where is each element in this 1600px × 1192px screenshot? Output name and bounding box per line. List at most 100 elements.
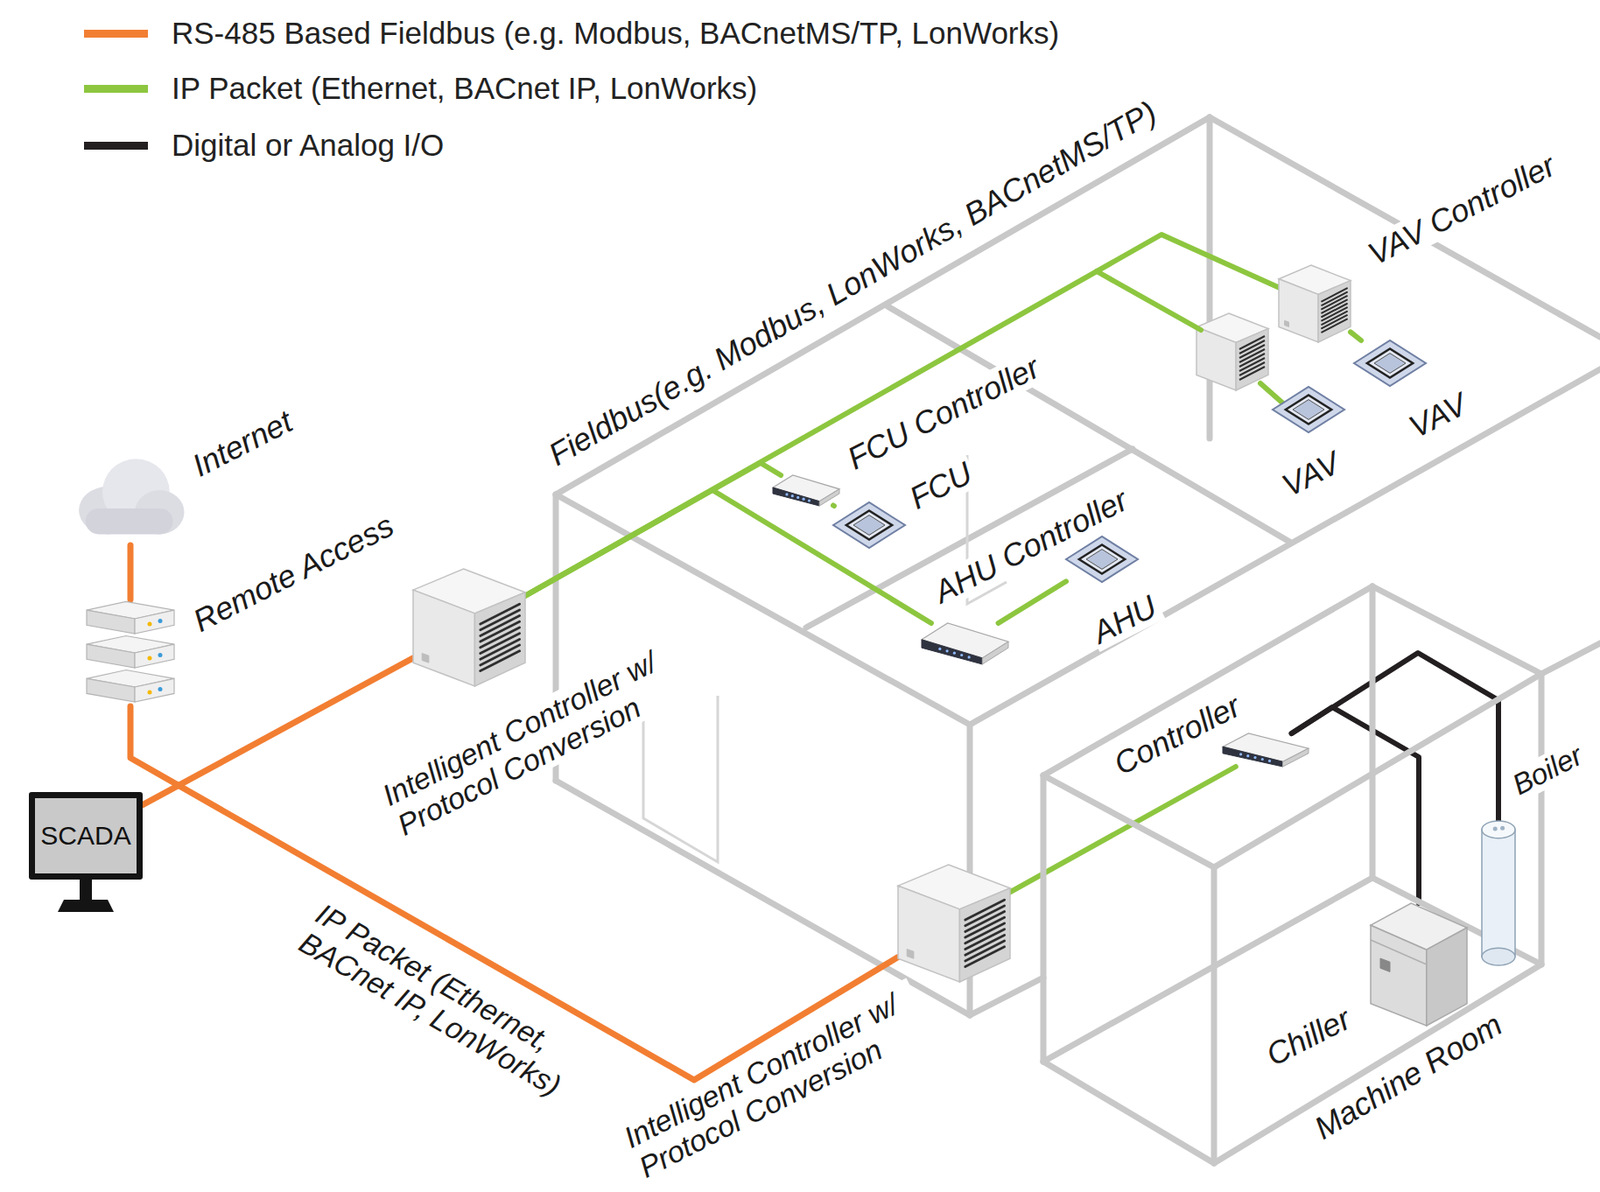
device-label: VAV [1400, 385, 1476, 447]
device-node: Intelligent Controller w/ Protocol Conve… [898, 864, 1011, 983]
room-wall [1214, 673, 1542, 868]
server-led [158, 687, 163, 692]
device-label: Internet [183, 402, 302, 486]
cube-icon [413, 568, 526, 687]
device-node: FCU Controller [772, 475, 840, 506]
device-label: Intelligent Controller w/ Protocol Conve… [615, 977, 937, 1186]
connector-line [127, 545, 134, 600]
device-label: Boiler [1503, 737, 1591, 804]
diffuser-face [1285, 394, 1332, 424]
diffuser-frame [1066, 536, 1138, 583]
chiller-left [1370, 925, 1427, 1026]
controller-side [1283, 748, 1309, 767]
cube-right [1318, 280, 1351, 343]
diff-icon [1354, 340, 1426, 386]
server-led [158, 652, 163, 658]
cube-left [1278, 279, 1319, 343]
chiller-right [1426, 927, 1467, 1026]
boiler-body [1481, 829, 1516, 957]
wall-line [969, 977, 1044, 1016]
device-node: Controller [1222, 733, 1309, 767]
device-node: Boiler [1481, 821, 1516, 966]
legend-row: RS-485 Based Fieldbus (e.g. Modbus, BACn… [84, 11, 1060, 56]
server-side [86, 610, 135, 634]
flat-icon [1222, 733, 1309, 767]
wall-line [1209, 117, 1600, 337]
device-label: VAV Controller [1359, 146, 1565, 274]
chiller-panel [1380, 958, 1390, 972]
controller-led [791, 494, 794, 498]
controller-front [772, 487, 820, 506]
controller-led [796, 496, 800, 499]
connector-line [998, 581, 1067, 624]
server-led [147, 690, 153, 695]
boiler-icon [1481, 821, 1516, 966]
vav-unit-controller [1196, 313, 1269, 391]
controller-side [819, 489, 840, 506]
flat-icon [921, 623, 1009, 665]
cloud-icon [74, 453, 187, 546]
diff-icon [1272, 386, 1345, 433]
cube-icon [1278, 265, 1351, 343]
grille-slat [965, 947, 1005, 968]
device-node: Intelligent Controller w/ Protocol Conve… [413, 568, 526, 687]
controller-led [968, 655, 971, 659]
connector-line [830, 503, 837, 510]
device-node: AHU [1066, 536, 1138, 583]
diffuser-frame [833, 502, 906, 548]
server-led [158, 618, 163, 624]
cube-right [1235, 329, 1269, 391]
device-label: FCU [900, 453, 981, 518]
cube-left [898, 885, 960, 983]
cube-badge [421, 653, 429, 664]
controller-led [938, 647, 941, 651]
chiller-seam [1370, 940, 1427, 965]
diffuser-frame [1272, 386, 1345, 433]
boiler-valve [1500, 826, 1505, 831]
grille [1239, 336, 1265, 380]
diffuser-core [1086, 549, 1118, 570]
device-label: Remote Access [184, 505, 403, 640]
fieldbus-branch [1096, 271, 1201, 330]
room-wall [1372, 586, 1542, 674]
controller-front [1222, 746, 1284, 767]
controller-led [785, 492, 788, 496]
room-wall [1211, 867, 1218, 1164]
chiller-icon [1370, 903, 1467, 1026]
server-led [147, 656, 153, 661]
legend-swatch [84, 141, 148, 150]
device-node: Chiller [1370, 903, 1467, 1026]
device-node: Remote Access [86, 599, 175, 707]
controller-front [921, 639, 983, 665]
legend-swatch [84, 29, 148, 38]
legend-swatch [84, 84, 148, 93]
controller-side [982, 641, 1009, 665]
controller-led [807, 498, 811, 502]
building-walls [555, 117, 1600, 1016]
legend-text: Digital or Analog I/O [171, 127, 444, 162]
device-node: VAV [1354, 340, 1426, 386]
grille-slat [480, 651, 520, 672]
legend-text: RS-485 Based Fieldbus (e.g. Modbus, BACn… [171, 15, 1060, 50]
device-label: FCU Controller [838, 348, 1048, 479]
device-node: FCU [833, 502, 906, 548]
room-wall [1043, 1061, 1215, 1164]
wall-line [1541, 643, 1600, 674]
controller-led [1239, 752, 1243, 756]
boiler-bottom [1481, 947, 1516, 966]
controller-led [1253, 756, 1257, 759]
cube-left [1196, 327, 1236, 391]
cube-icon [898, 864, 1011, 983]
room-node: Machine RoomControllerChillerBoiler [1039, 582, 1545, 1167]
flat-icon [772, 475, 840, 506]
monitor-base [57, 899, 114, 913]
room-icon [1039, 582, 1545, 1167]
controller-led [802, 498, 806, 501]
wall-line [1207, 117, 1214, 439]
room-wall [1043, 586, 1373, 776]
diffuser-core [1292, 400, 1325, 421]
cube-badge [1284, 320, 1290, 327]
device-node: SCADA [28, 792, 143, 880]
edge-label: IP Packet (Ethernet, BACnet IP, LonWorks… [290, 895, 611, 1119]
